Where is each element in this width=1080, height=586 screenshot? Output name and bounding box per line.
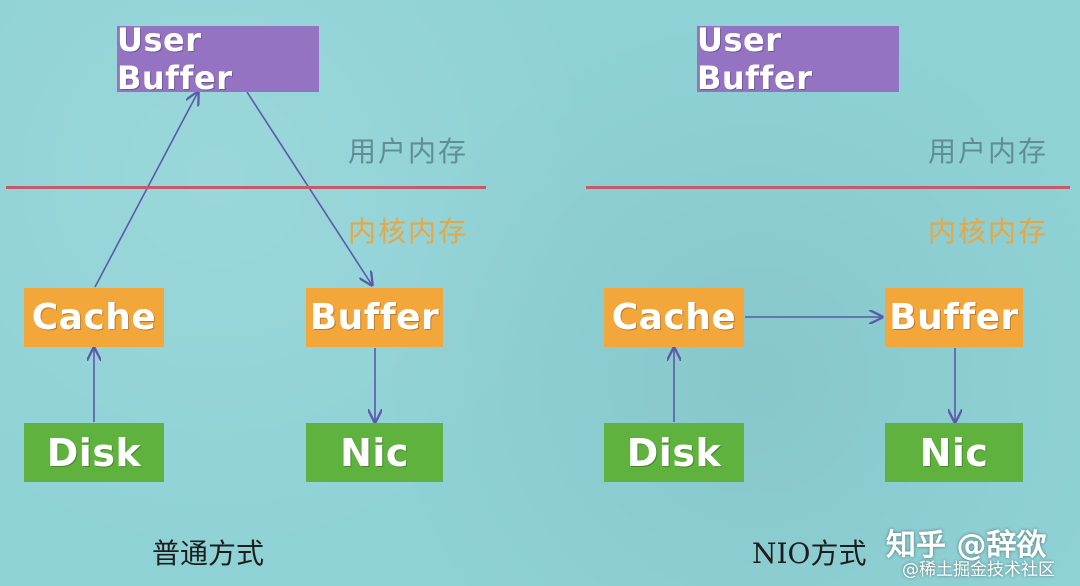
right-nic-box: Nic: [885, 423, 1023, 482]
left-user-buffer-box: User Buffer: [117, 21, 319, 97]
left-user-memory-label: 用户内存: [348, 135, 469, 168]
right-disk-box: Disk: [604, 423, 744, 482]
left-caption: 普通方式: [152, 537, 265, 570]
right-caption: NIO方式: [752, 537, 867, 570]
left-buffer-box: Buffer: [306, 288, 443, 347]
left-kernel-memory-label: 内核内存: [348, 215, 469, 248]
right-cache-box: Cache: [604, 288, 744, 347]
right-buffer-box: Buffer: [885, 288, 1023, 347]
watermark-secondary: @稀土掘金技术社区: [902, 560, 1055, 580]
right-memory-divider: [586, 186, 1070, 189]
arrow-cache-to-user-buffer: [94, 92, 198, 288]
left-cache-box: Cache: [24, 288, 164, 347]
watermark-primary: 知乎 @辞欲: [886, 528, 1047, 563]
left-memory-divider: [6, 186, 486, 189]
left-nic-box: Nic: [306, 423, 443, 482]
right-user-buffer-box: User Buffer: [697, 21, 899, 97]
right-kernel-memory-label: 内核内存: [928, 215, 1049, 248]
left-disk-box: Disk: [24, 423, 164, 482]
right-user-memory-label: 用户内存: [928, 135, 1049, 168]
